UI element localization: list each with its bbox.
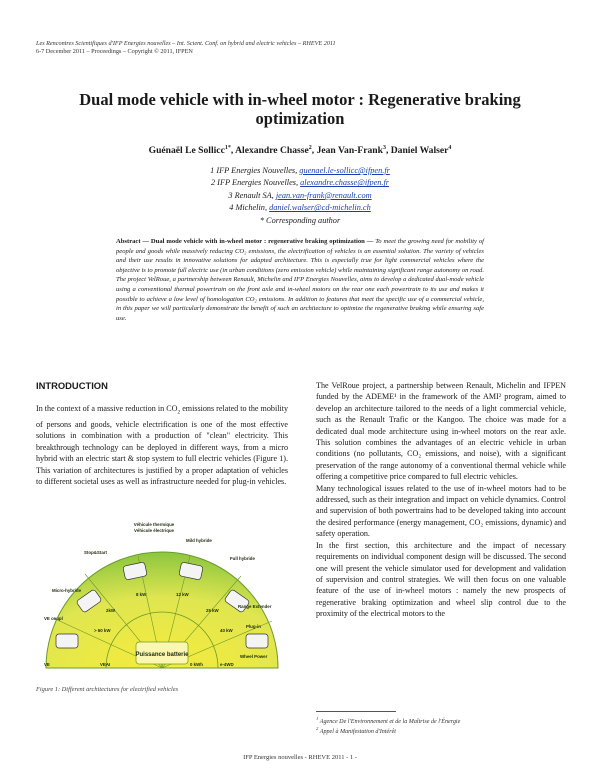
vehicle-icon (224, 589, 250, 613)
affiliations: 1 IFP Energies Nouvelles, guenael.le-sol… (150, 165, 450, 227)
abstract-heading: Abstract — Dual mode vehicle with in-whe… (116, 238, 374, 245)
author-mark: 3 (382, 145, 386, 151)
footnote: 2 Appel à Manifestation d'Intérêt (316, 726, 396, 735)
footnote-mark: 2 (316, 726, 319, 731)
battery-box (135, 641, 189, 665)
vehicle-icons (55, 562, 269, 649)
email-link[interactable]: alexandre.chasse@ifpen.fr (300, 178, 390, 188)
author-mark: 1* (224, 145, 231, 151)
author-list: Guénaël Le Sollicc1*, Alexandre Chasse2,… (148, 145, 452, 157)
figure-label: Véhicule électrique (134, 528, 175, 533)
author-name: Guénaël Le Sollicc (148, 145, 225, 157)
figure-label: Range Extender (238, 604, 272, 609)
page-footer: IFP Energies nouvelles - RHEVE 2011 - 1 … (243, 754, 357, 761)
footnote-mark: 1 (316, 716, 319, 721)
author-mark: 4 (448, 145, 452, 151)
email-link[interactable]: guenael.le-sollicc@ifpen.fr (299, 166, 390, 175)
body-paragraph: In the first section, this architecture … (316, 540, 566, 619)
figure-label: Mild hybride (186, 538, 212, 543)
figure-label: Micro-hybride (52, 588, 82, 593)
power-label: 12 kW (176, 592, 190, 597)
section-heading-introduction: INTRODUCTION (36, 380, 108, 391)
body-paragraph: Many technological issues related to the… (316, 483, 566, 539)
power-label: 40 kW (220, 628, 234, 633)
vehicle-icon (55, 633, 79, 649)
vehicle-icon (245, 633, 269, 649)
introduction-paragraph: In the context of a massive reduction in… (36, 403, 288, 487)
right-column: The VelRoue project, a partnership betwe… (316, 380, 566, 620)
para-text: In the context of a massive reduction in… (36, 404, 178, 413)
figure-label: VE (44, 662, 50, 667)
figure-1-electrified-architectures: Puissance batterie Véhicule thermique Vé… (44, 522, 279, 669)
para-text: emissions related to the mobility of per… (36, 404, 288, 487)
author-name: Daniel Walser (390, 145, 449, 157)
affiliation-line: 3 Renault SA, jean.van-frank@renault.com (150, 190, 450, 202)
affiliation-line: 4 Michelin, daniel.walser@cd-michelin.ch (150, 202, 450, 214)
figure-label: VE coupl (44, 616, 63, 621)
vehicle-icon (178, 562, 204, 580)
figure-caption: Figure 1: Different architectures for el… (36, 686, 179, 693)
vehicle-icon (76, 589, 102, 613)
author-name: Jean Van-Frank (316, 145, 383, 157)
author-name: Alexandre Chasse (235, 145, 309, 157)
vehicle-icon (122, 562, 148, 580)
power-label: VEAI (100, 662, 110, 667)
figure-label: Stop&Start (84, 550, 107, 555)
figure-label: Full hybride (230, 556, 255, 561)
power-label: 8 kW (136, 592, 147, 597)
corresponding-author-note: * Corresponding author (259, 215, 341, 225)
footnote-text: Agence De l'Environnement et de la Maîtr… (319, 719, 461, 726)
fan-inner-arc (105, 611, 219, 669)
abstract-text: To meet the growing need for mobility of… (116, 238, 484, 322)
running-header-line1: Les Rencontres Scientifiques d'IFP Energ… (36, 40, 336, 47)
affiliation-line: 2 IFP Energies Nouvelles, alexandre.chas… (150, 177, 450, 189)
power-label: e-4WD (220, 662, 234, 667)
left-column: INTRODUCTION In the context of a massive… (36, 380, 288, 487)
author-mark: 2 (308, 145, 312, 151)
affiliation-text: 2 IFP Energies Nouvelles, (210, 178, 299, 188)
footnote-rule (316, 711, 396, 712)
power-label: 2kW (106, 608, 116, 613)
fan-background (45, 551, 279, 669)
paper-title: Dual mode vehicle with in-wheel motor : … (79, 90, 521, 128)
power-label: > 60 kW (94, 628, 111, 633)
affiliation-text: 3 Renault SA, (228, 190, 274, 200)
figure-label: Wheel Power (240, 654, 268, 659)
figure-label: Véhicule thermique (134, 522, 175, 527)
power-label: 0 kWh (190, 662, 203, 667)
footnote: 1 Agence De l'Environnement et de la Maî… (316, 716, 460, 725)
affiliation-text: 4 Michelin, (229, 203, 268, 213)
affiliation-line: 1 IFP Energies Nouvelles, guenael.le-sol… (150, 165, 450, 177)
power-label: 25 kW (206, 608, 220, 613)
abstract: Abstract — Dual mode vehicle with in-whe… (116, 237, 484, 323)
email-link[interactable]: daniel.walser@cd-michelin.ch (269, 203, 371, 213)
footnote-text: Appel à Manifestation d'Intérêt (319, 729, 396, 736)
email-link[interactable]: jean.van-frank@renault.com (275, 190, 372, 200)
figure-label: Plug-in (246, 624, 261, 629)
body-paragraph: The VelRoue project, a partnership betwe… (316, 381, 566, 482)
affiliation-text: 1 IFP Energies Nouvelles, (210, 166, 298, 175)
para-sub: 2 (177, 409, 181, 416)
battery-label: Puissance batterie (135, 652, 189, 658)
running-header-line2: 6-7 December 2011 – Proceedings – Copyri… (36, 48, 193, 55)
